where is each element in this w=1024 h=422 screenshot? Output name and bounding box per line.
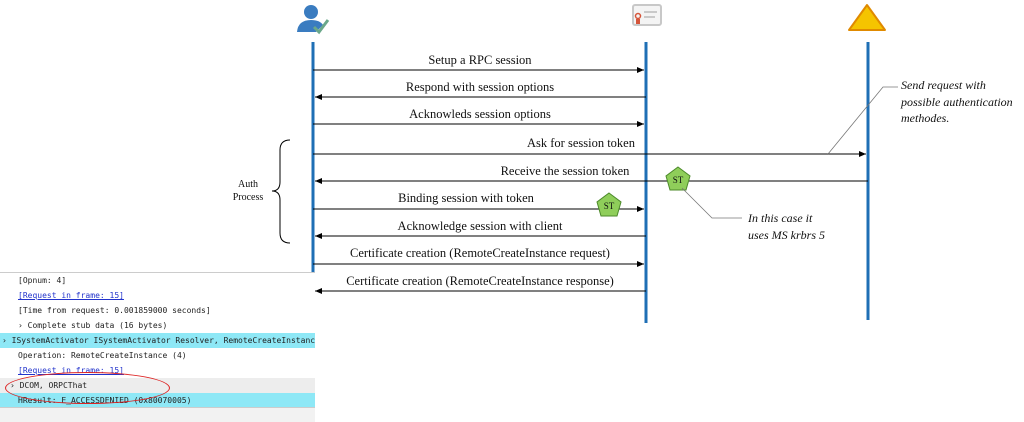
warning-triangle-icon	[848, 4, 886, 31]
user-check-icon	[297, 5, 330, 35]
message-label: Respond with session options	[406, 80, 554, 94]
auth-note: Send request with	[901, 78, 986, 92]
auth-process-brace	[271, 139, 291, 244]
message-label: Certificate creation (RemoteCreateInstan…	[346, 274, 614, 288]
krb-note: uses MS krbrs 5	[748, 228, 825, 242]
packet-field-label: Complete stub data (16 bytes)	[27, 321, 168, 330]
message-label: Acknowleds session options	[409, 107, 551, 121]
svg-text:ST: ST	[673, 175, 684, 185]
note-leader-line	[827, 86, 898, 155]
message-label: Acknowledge session with client	[398, 219, 563, 233]
message-label: Setup a RPC session	[428, 53, 532, 67]
krb-note: In this case it	[747, 211, 813, 225]
packet-field[interactable]: [Opnum: 4]	[18, 276, 67, 285]
message-label: Binding session with token	[398, 191, 535, 205]
group-label: Auth	[238, 179, 258, 190]
group-label: Process	[233, 192, 264, 203]
packet-field[interactable]: › Complete stub data (16 bytes)	[0, 318, 315, 333]
message-label: Certificate creation (RemoteCreateInstan…	[350, 246, 610, 260]
note-leader-line	[681, 187, 742, 219]
auth-note: possible authentication	[900, 95, 1013, 109]
certificate-icon	[632, 4, 662, 26]
horizontal-scrollbar[interactable]	[0, 407, 315, 422]
expand-icon[interactable]: ›	[18, 321, 28, 330]
svg-text:ST: ST	[604, 201, 615, 211]
request-frame-link[interactable]: [Request in frame: 15]	[18, 366, 124, 375]
request-frame-link[interactable]: [Request in frame: 15]	[18, 291, 124, 300]
packet-field[interactable]: Operation: RemoteCreateInstance (4)	[18, 351, 187, 360]
packet-field-label: ISystemActivator ISystemActivator Resolv…	[11, 336, 315, 345]
service-ticket-token: ST	[665, 166, 691, 191]
packet-field[interactable]: [Time from request: 0.001859000 seconds]	[18, 306, 211, 315]
highlight-circle	[5, 372, 170, 404]
message-label: Receive the session token	[501, 164, 631, 178]
packet-field-selected[interactable]: › ISystemActivator ISystemActivator Reso…	[0, 333, 315, 348]
service-ticket-token: ST	[596, 192, 622, 217]
message-label: Ask for session token	[527, 136, 636, 150]
auth-note: methodes.	[901, 111, 949, 125]
collapse-icon[interactable]: ›	[2, 336, 12, 345]
